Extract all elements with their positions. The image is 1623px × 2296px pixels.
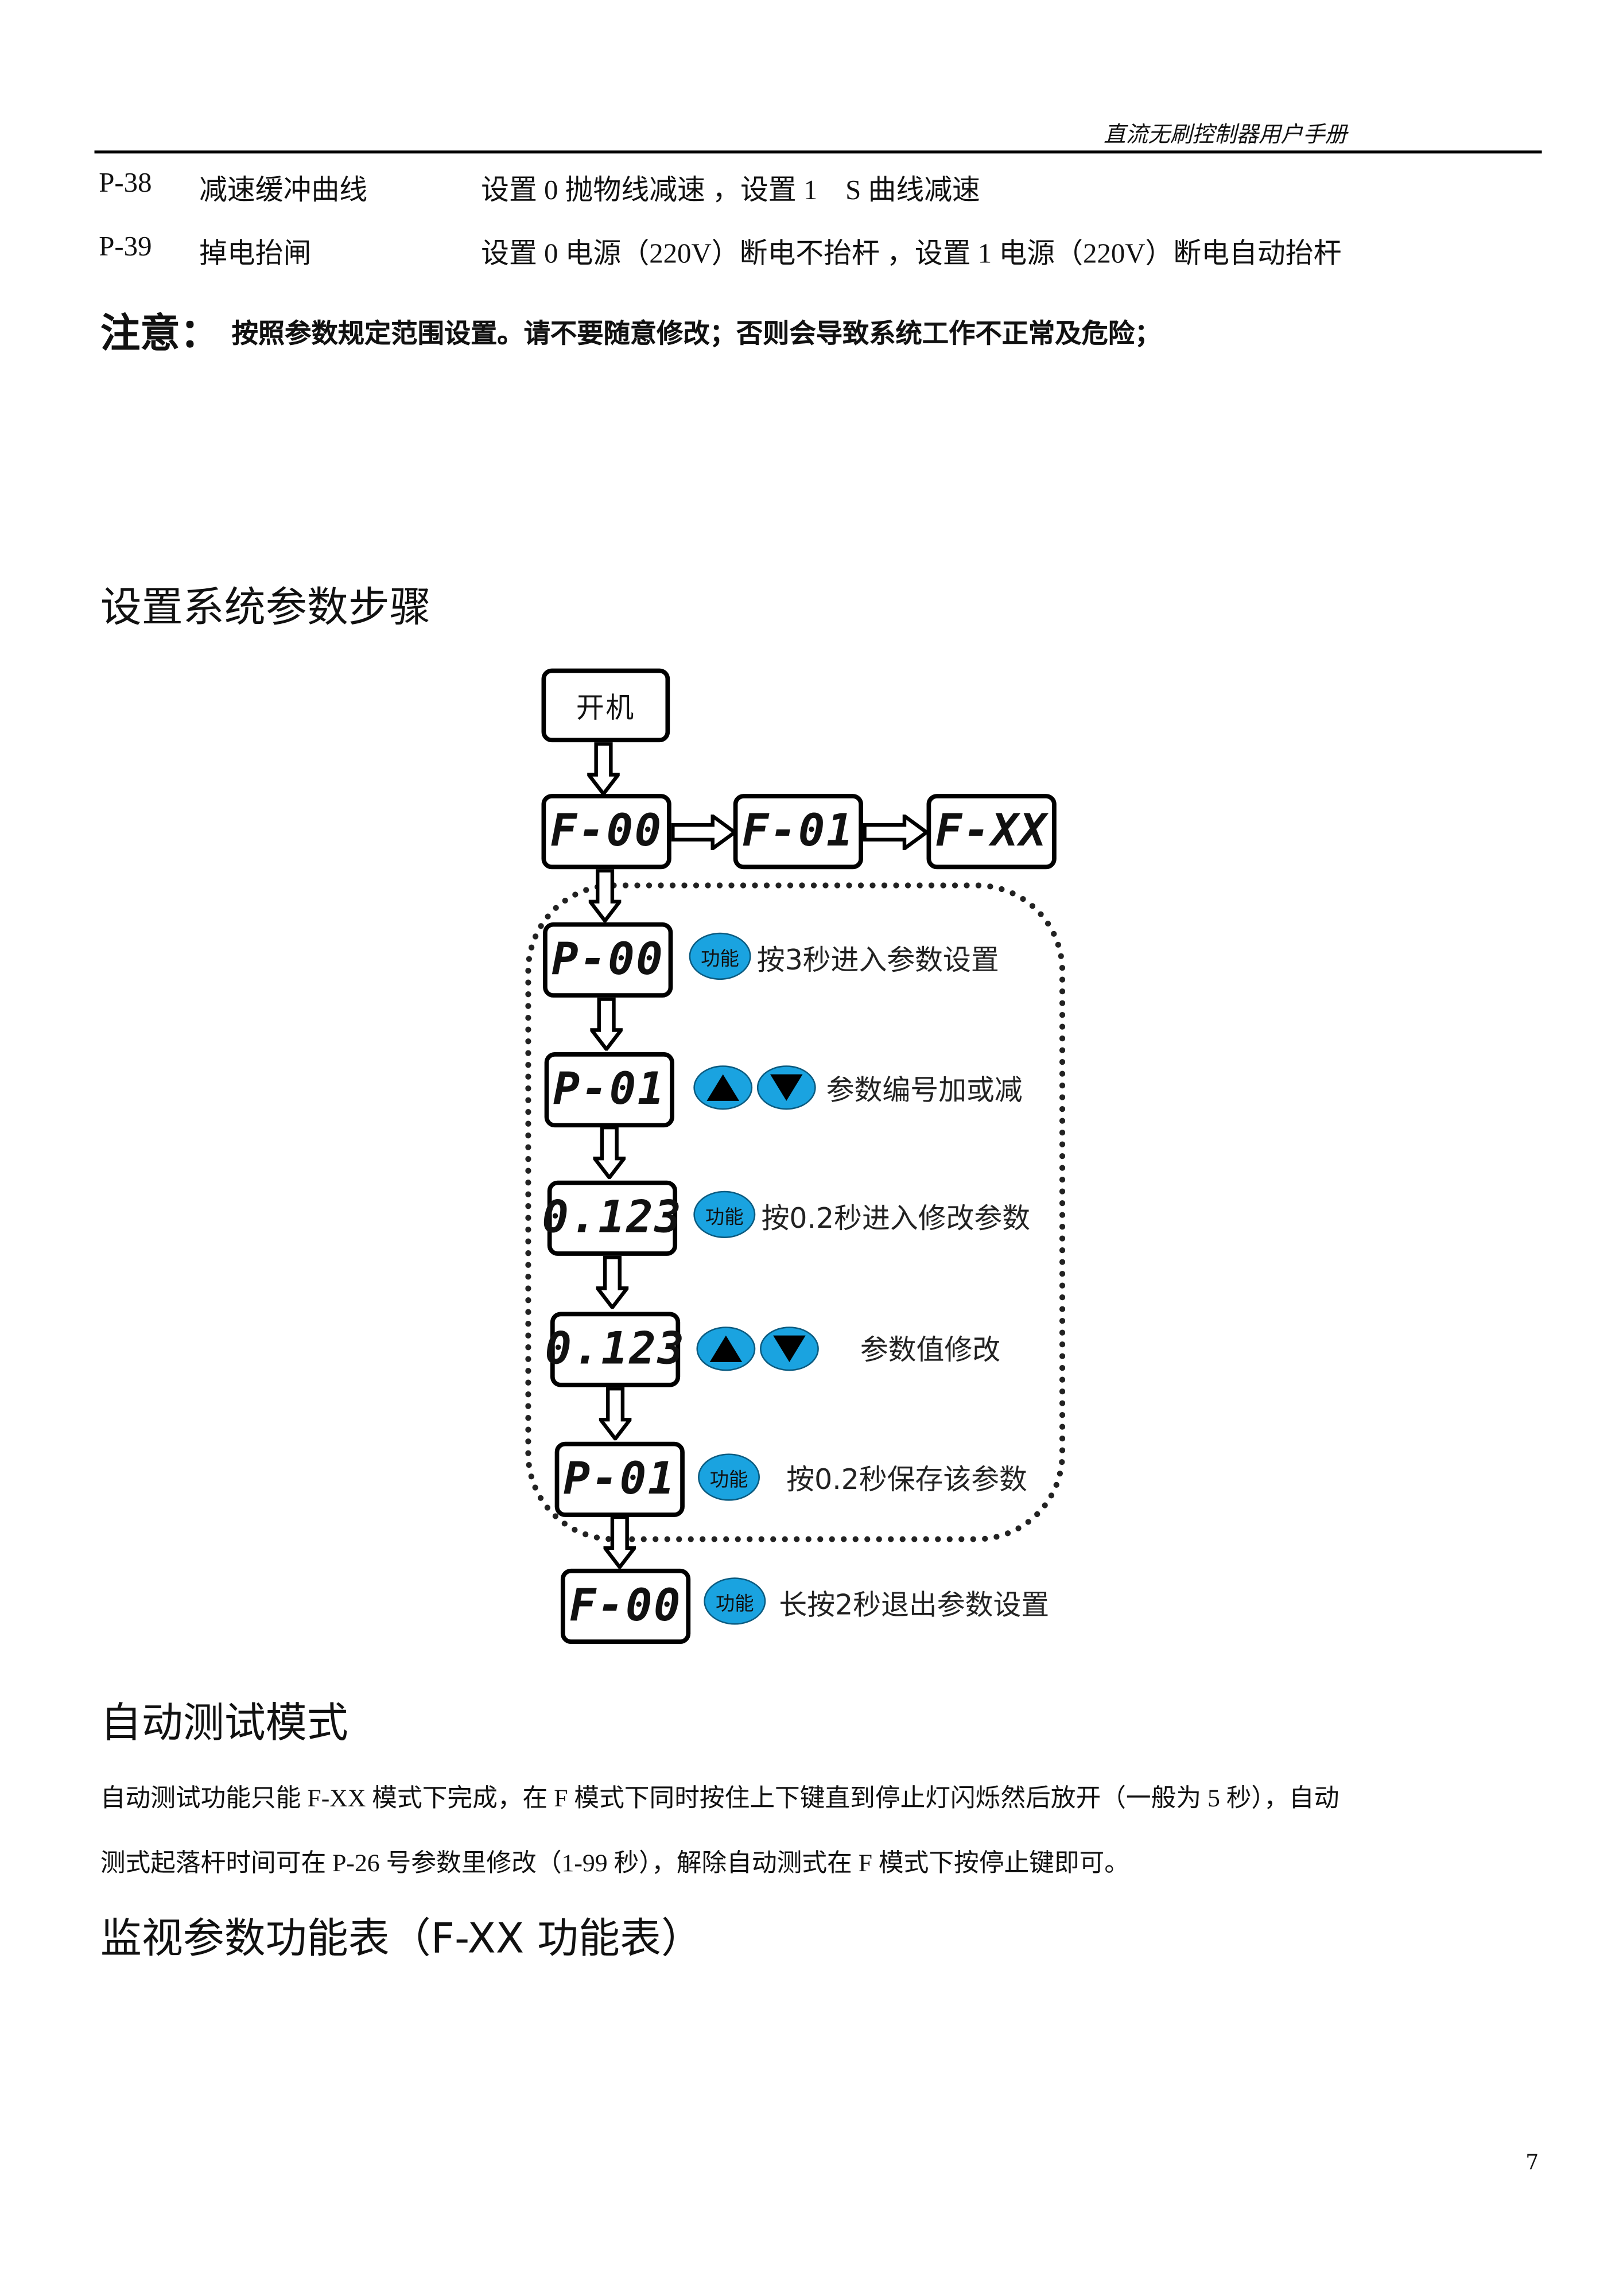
arrow-down-icon [593, 1126, 626, 1180]
step-text: 参数值修改 [860, 1334, 1001, 1367]
param-desc: 设置 0 电源（220V）断电不抬杆 ，设置 1 电源（220V）断电自动抬杆 [481, 239, 1342, 270]
autotest-text: 自动测试功能只能 F-XX 模式下完成，在 F 模式下同时按住上下键直到停止灯闪… [100, 1784, 1339, 1813]
display-f00: F-00 [541, 794, 671, 870]
display-f01: F-01 [733, 794, 863, 870]
section-title-setup: 设置系统参数步骤 [100, 583, 431, 632]
display-value: 0.123 [545, 1312, 684, 1387]
arrow-down-icon [588, 869, 622, 922]
down-button-icon [756, 1065, 816, 1110]
display-p01: P-01 [544, 1052, 674, 1128]
display-f00: F-00 [560, 1568, 691, 1644]
page-number: 7 [1525, 2151, 1539, 2175]
down-button-icon [760, 1327, 819, 1371]
start-box: 开机 [541, 668, 670, 743]
section-title-monitor: 监视参数功能表（F-XX 功能表） [100, 1914, 702, 1963]
step-text: 按3秒进入参数设置 [756, 944, 999, 977]
display-p00: P-00 [543, 922, 673, 998]
param-name: 减速缓冲曲线 [199, 175, 368, 207]
step-text: 长按2秒退出参数设置 [779, 1589, 1050, 1622]
autotest-text: 测式起落杆时间可在 P-26 号参数里修改（1-99 秒），解除自动测式在 F … [100, 1849, 1129, 1878]
note-label: 注意： [100, 311, 220, 358]
step-text: 参数编号加或减 [826, 1074, 1023, 1107]
param-code: P-38 [99, 168, 152, 200]
section-title-autotest: 自动测试模式 [100, 1698, 348, 1747]
arrow-down-icon [603, 1515, 636, 1569]
function-button-icon: 功能 [693, 1190, 756, 1238]
header-rule [94, 150, 1542, 154]
display-fxx: F-XX [926, 794, 1057, 870]
up-button-icon [693, 1065, 753, 1110]
arrow-down-icon [590, 997, 623, 1051]
arrow-down-icon [596, 1255, 629, 1309]
running-header: 直流无刷控制器用户手册 [1104, 121, 1348, 148]
param-mode-loop [525, 882, 1066, 1542]
arrow-down-icon [587, 742, 620, 796]
step-text: 按0.2秒保存该参数 [786, 1464, 1027, 1496]
arrow-right-icon [671, 815, 736, 850]
step-text: 按0.2秒进入修改参数 [761, 1203, 1031, 1235]
up-button-icon [696, 1327, 756, 1371]
param-name: 掉电抬闸 [199, 239, 312, 270]
function-button-icon: 功能 [689, 932, 751, 980]
param-desc: 设置 0 抛物线减速 ，设置 1 S 曲线减速 [481, 175, 980, 207]
function-button-icon: 功能 [698, 1453, 760, 1501]
arrow-down-icon [599, 1387, 632, 1441]
param-code: P-39 [99, 231, 152, 263]
function-button-icon: 功能 [704, 1577, 766, 1625]
display-value: 0.123 [542, 1180, 681, 1256]
display-p01: P-01 [554, 1441, 685, 1517]
arrow-right-icon [863, 815, 929, 850]
note-text: 按照参数规定范围设置。请不要随意修改；否则会导致系统工作不正常及危险； [231, 319, 1162, 350]
